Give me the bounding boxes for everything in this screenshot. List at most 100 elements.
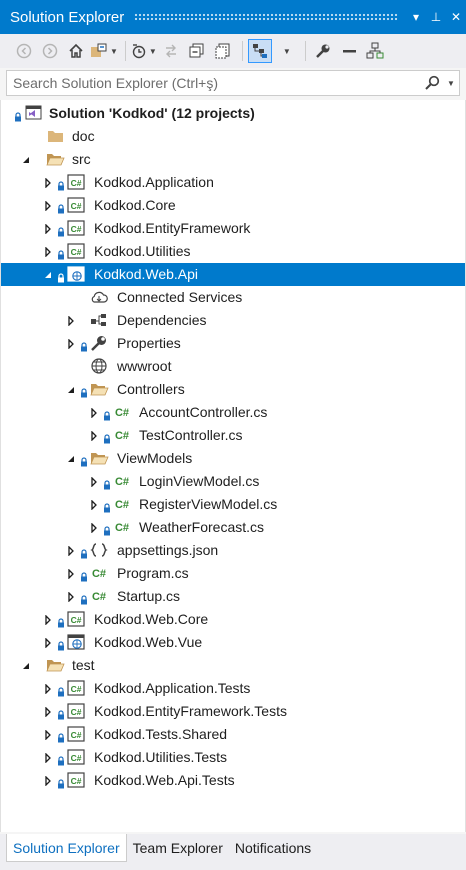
- collapsed-arrow-icon[interactable]: [88, 476, 100, 488]
- svg-text:C#: C#: [92, 591, 106, 603]
- solution-icon: [23, 104, 43, 122]
- tree-item[interactable]: C#Kodkod.Core: [1, 194, 465, 217]
- lock-icon: [103, 431, 111, 444]
- tree-item[interactable]: C#RegisterViewModel.cs: [1, 493, 465, 516]
- window-title: Solution Explorer: [10, 8, 125, 26]
- tree-item[interactable]: C#Kodkod.Web.Core: [1, 608, 465, 631]
- class-diagram-button[interactable]: [363, 39, 387, 63]
- collapsed-arrow-icon[interactable]: [42, 223, 54, 235]
- expanded-arrow-icon[interactable]: [20, 154, 32, 166]
- tree-item[interactable]: C# Kodkod.EntityFramework: [1, 217, 465, 240]
- tree-item[interactable]: C#TestController.cs: [1, 424, 465, 447]
- show-all-files-button[interactable]: [211, 39, 235, 63]
- collapsed-arrow-icon[interactable]: [42, 683, 54, 695]
- tree-item[interactable]: doc: [1, 125, 465, 148]
- collapsed-arrow-icon[interactable]: [42, 775, 54, 787]
- collapsed-arrow-icon[interactable]: [42, 614, 54, 626]
- expanded-arrow-icon[interactable]: [65, 384, 77, 396]
- tree-item[interactable]: C#Kodkod.Utilities.Tests: [1, 746, 465, 769]
- collapsed-arrow-icon[interactable]: [65, 591, 77, 603]
- tree-item-label: WeatherForecast.cs: [139, 519, 265, 535]
- collapsed-arrow-icon[interactable]: [42, 246, 54, 258]
- collapse-all-button[interactable]: [185, 39, 209, 63]
- tree-item-label: test: [72, 657, 95, 673]
- tree-item-label: RegisterViewModel.cs: [139, 496, 278, 512]
- collapsed-arrow-icon[interactable]: [65, 338, 77, 350]
- tree-item[interactable]: Solution 'Kodkod' (12 projects): [1, 102, 465, 125]
- tree-item[interactable]: C#Kodkod.Application.Tests: [1, 677, 465, 700]
- tab-solution-explorer[interactable]: Solution Explorer: [6, 834, 127, 862]
- tree-item[interactable]: C#Startup.cs: [1, 585, 465, 608]
- collapsed-arrow-icon[interactable]: [88, 522, 100, 534]
- tab-team-explorer[interactable]: Team Explorer: [132, 840, 223, 856]
- svg-text:C#: C#: [71, 224, 82, 234]
- expanded-arrow-icon[interactable]: [42, 269, 54, 281]
- show-all-files-icon: [215, 43, 230, 59]
- svg-text:C#: C#: [71, 615, 82, 625]
- tree-item[interactable]: C#Kodkod.Tests.Shared: [1, 723, 465, 746]
- collapsed-arrow-icon[interactable]: [42, 637, 54, 649]
- csfile-icon: C#: [89, 587, 109, 605]
- pin-button[interactable]: ⊥: [430, 10, 442, 24]
- home-button[interactable]: [64, 39, 88, 63]
- chevron-down-icon: ▼: [110, 46, 118, 56]
- sync-with-document-button[interactable]: [159, 39, 183, 63]
- tab-notifications[interactable]: Notifications: [234, 840, 312, 856]
- collapse-button[interactable]: [337, 39, 361, 63]
- tree-item[interactable]: test: [1, 654, 465, 677]
- collapsed-arrow-icon[interactable]: [42, 200, 54, 212]
- search-input[interactable]: [7, 72, 421, 94]
- preview-selected-items-button[interactable]: [247, 39, 272, 63]
- expanded-arrow-icon[interactable]: [65, 453, 77, 465]
- lock-icon: [57, 224, 65, 237]
- tree-item[interactable]: wwwroot: [1, 355, 465, 378]
- tree-item-label: Kodkod.Web.Api.Tests: [94, 772, 235, 788]
- search-options-dropdown[interactable]: ▼: [447, 78, 455, 88]
- tree-item[interactable]: ViewModels: [1, 447, 465, 470]
- collapsed-arrow-icon[interactable]: [42, 729, 54, 741]
- tree-item[interactable]: Properties: [1, 332, 465, 355]
- tree-item-label: Connected Services: [117, 289, 243, 305]
- tree-item[interactable]: C#WeatherForecast.cs: [1, 516, 465, 539]
- collapsed-arrow-icon[interactable]: [65, 315, 77, 327]
- properties-button[interactable]: [311, 39, 335, 63]
- collapsed-arrow-icon[interactable]: [42, 177, 54, 189]
- collapsed-arrow-icon[interactable]: [65, 568, 77, 580]
- close-button[interactable]: ✕: [450, 10, 462, 24]
- switch-views-button[interactable]: ▼: [90, 39, 118, 63]
- tree-item[interactable]: Controllers: [1, 378, 465, 401]
- window-position-button[interactable]: ▾: [412, 10, 420, 24]
- collapsed-arrow-icon[interactable]: [88, 407, 100, 419]
- back-button[interactable]: [12, 39, 36, 63]
- collapsed-arrow-icon[interactable]: [88, 499, 100, 511]
- tree-item[interactable]: src: [1, 148, 465, 171]
- tree-item-label: Kodkod.EntityFramework.Tests: [94, 703, 287, 719]
- tree-item[interactable]: C#Kodkod.Application: [1, 171, 465, 194]
- tree-item[interactable]: C#Kodkod.Utilities: [1, 240, 465, 263]
- view-options-dropdown[interactable]: ▼: [274, 39, 298, 63]
- tree-item[interactable]: Kodkod.Web.Vue: [1, 631, 465, 654]
- collapsed-arrow-icon[interactable]: [42, 706, 54, 718]
- tree-item[interactable]: C#AccountController.cs: [1, 401, 465, 424]
- tree-item-label: Controllers: [117, 381, 185, 397]
- collapsed-arrow-icon[interactable]: [42, 752, 54, 764]
- tree-item[interactable]: C#Program.cs: [1, 562, 465, 585]
- tree-item[interactable]: Dependencies: [1, 309, 465, 332]
- pending-changes-filter-button[interactable]: ▼: [131, 39, 157, 63]
- collapsed-arrow-icon[interactable]: [88, 430, 100, 442]
- collapsed-arrow-icon[interactable]: [65, 545, 77, 557]
- tree-item[interactable]: appsettings.json: [1, 539, 465, 562]
- forward-button[interactable]: [38, 39, 62, 63]
- tree-item[interactable]: Kodkod.Web.Api: [1, 263, 465, 286]
- tree-item[interactable]: C#LoginViewModel.cs: [1, 470, 465, 493]
- lock-icon: [80, 385, 88, 398]
- tree-item[interactable]: C#Kodkod.EntityFramework.Tests: [1, 700, 465, 723]
- tree-item-label: Kodkod.EntityFramework: [94, 220, 251, 236]
- tree-item[interactable]: C#Kodkod.Web.Api.Tests: [1, 769, 465, 792]
- lock-icon: [80, 454, 88, 467]
- titlebar-grip[interactable]: [134, 13, 398, 21]
- search-button[interactable]: [421, 75, 443, 91]
- lock-icon: [80, 569, 88, 582]
- expanded-arrow-icon[interactable]: [20, 660, 32, 672]
- tree-item[interactable]: Connected Services: [1, 286, 465, 309]
